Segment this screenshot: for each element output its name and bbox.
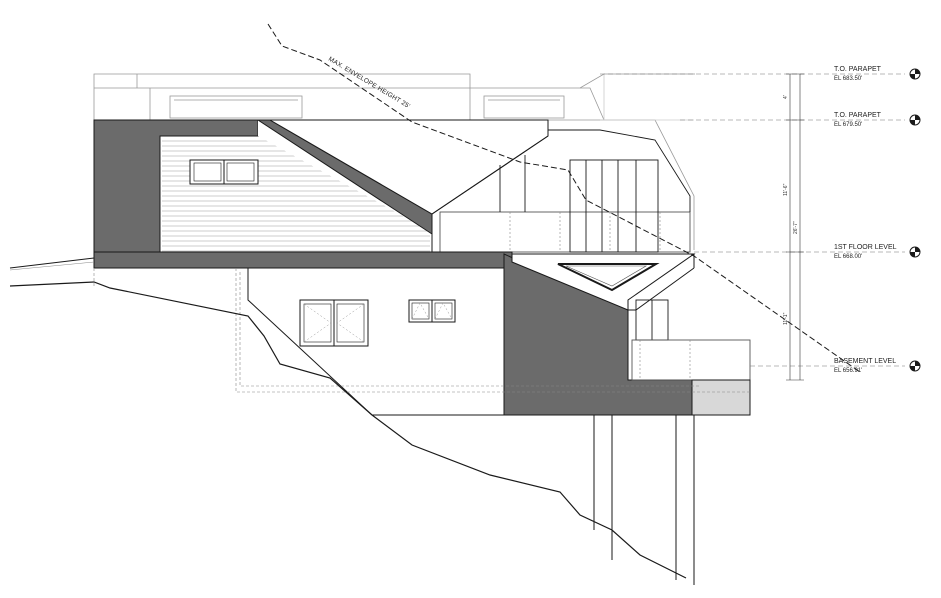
lower-window-small [408, 299, 456, 323]
dim-upper: 4' [783, 95, 789, 99]
upper-window [189, 159, 259, 185]
underground-outline [93, 268, 750, 393]
level-elevation-1: EL 679.50' [834, 122, 862, 128]
level-marker-2 [909, 246, 921, 258]
level-elevation-3: EL 656.91' [834, 368, 862, 374]
lower-window-large [299, 299, 369, 347]
lower-wall [247, 267, 505, 416]
dim-lower: 11'-1" [783, 312, 789, 325]
support-columns [593, 415, 695, 585]
level-elevation-0: EL 683.50' [834, 76, 862, 82]
level-name-3: BASEMENT LEVEL [834, 358, 896, 365]
level-marker-3 [909, 360, 921, 372]
level-marker-0 [909, 68, 921, 80]
upper-glazing [439, 129, 691, 253]
first-floor-band [93, 251, 513, 269]
level-name-1: T.O. PARAPET [834, 112, 882, 119]
dim-middle: 11'-6" [783, 183, 789, 196]
dimension-string [786, 73, 804, 381]
level-marker-1 [909, 114, 921, 126]
level-name-0: T.O. PARAPET [834, 66, 882, 73]
level-name-2: 1ST FLOOR LEVEL [834, 244, 897, 251]
sloped-roof-band [256, 119, 549, 252]
foundation-block [691, 379, 751, 416]
level-elevation-2: EL 668.00' [834, 254, 862, 260]
dim-overall: 26'-7" [793, 221, 799, 234]
terrain-grade-line [9, 257, 687, 579]
max-envelope-label: MAX. ENVELOPE HEIGHT 25' [327, 56, 411, 110]
lower-glazing [631, 299, 751, 381]
max-envelope-line [267, 23, 861, 373]
cantilever-deck [511, 253, 696, 311]
